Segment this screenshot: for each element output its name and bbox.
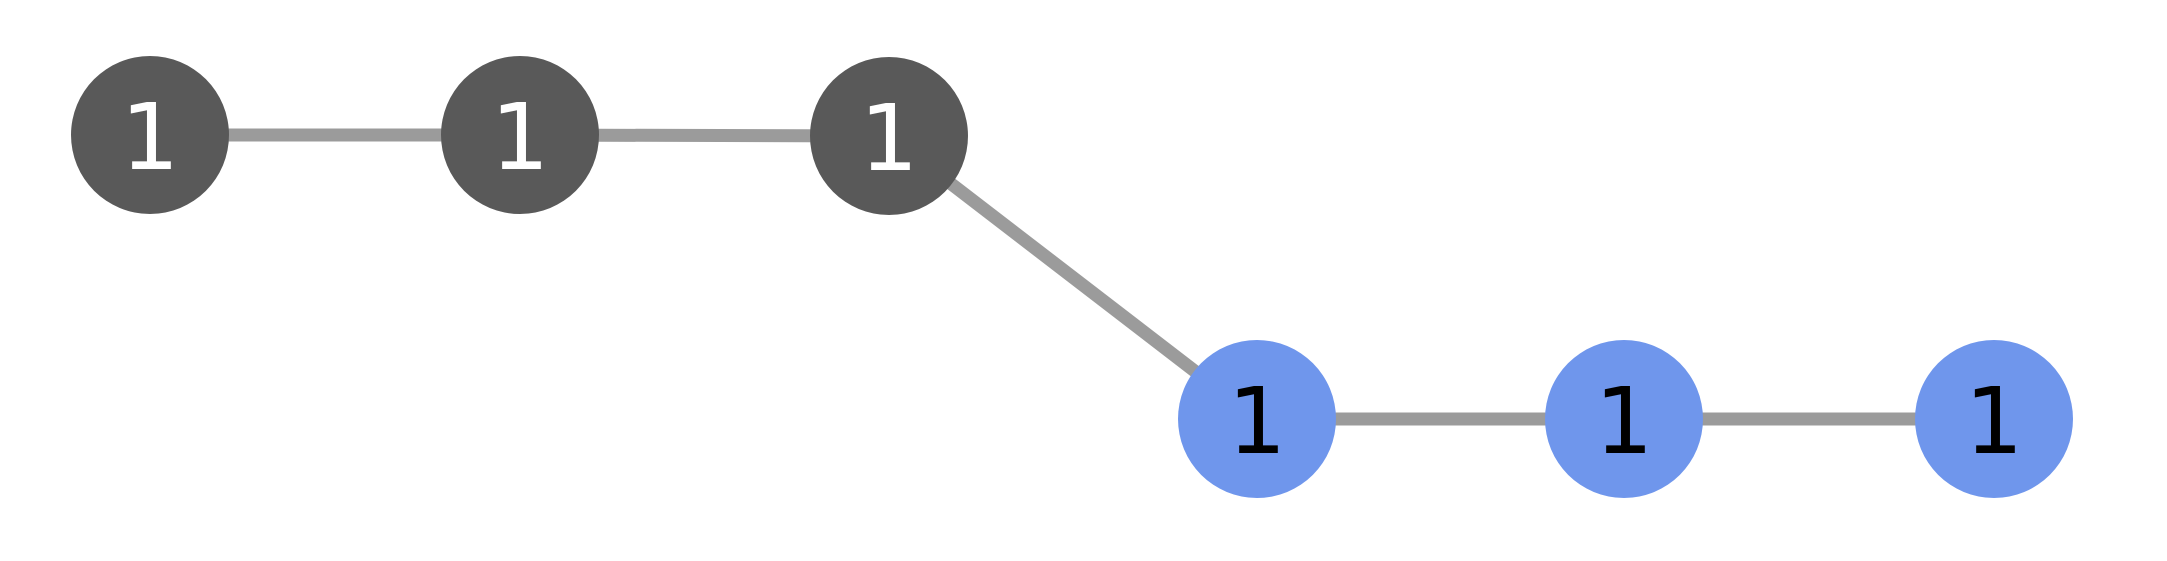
graph-node-D — [1178, 340, 1336, 498]
graph-node-label-C: 1 — [860, 85, 919, 192]
graph-node-label-F: 1 — [1965, 368, 2024, 475]
graph-node-F — [1915, 340, 2073, 498]
graph-node-B — [441, 56, 599, 214]
graph-node-label-A: 1 — [121, 84, 180, 191]
graph-node-A — [71, 56, 229, 214]
graph-node-E — [1545, 340, 1703, 498]
graph-node-C — [810, 57, 968, 215]
graph-node-label-E: 1 — [1595, 368, 1654, 475]
graph-node-label-D: 1 — [1228, 368, 1287, 475]
graph-node-label-B: 1 — [491, 84, 550, 191]
